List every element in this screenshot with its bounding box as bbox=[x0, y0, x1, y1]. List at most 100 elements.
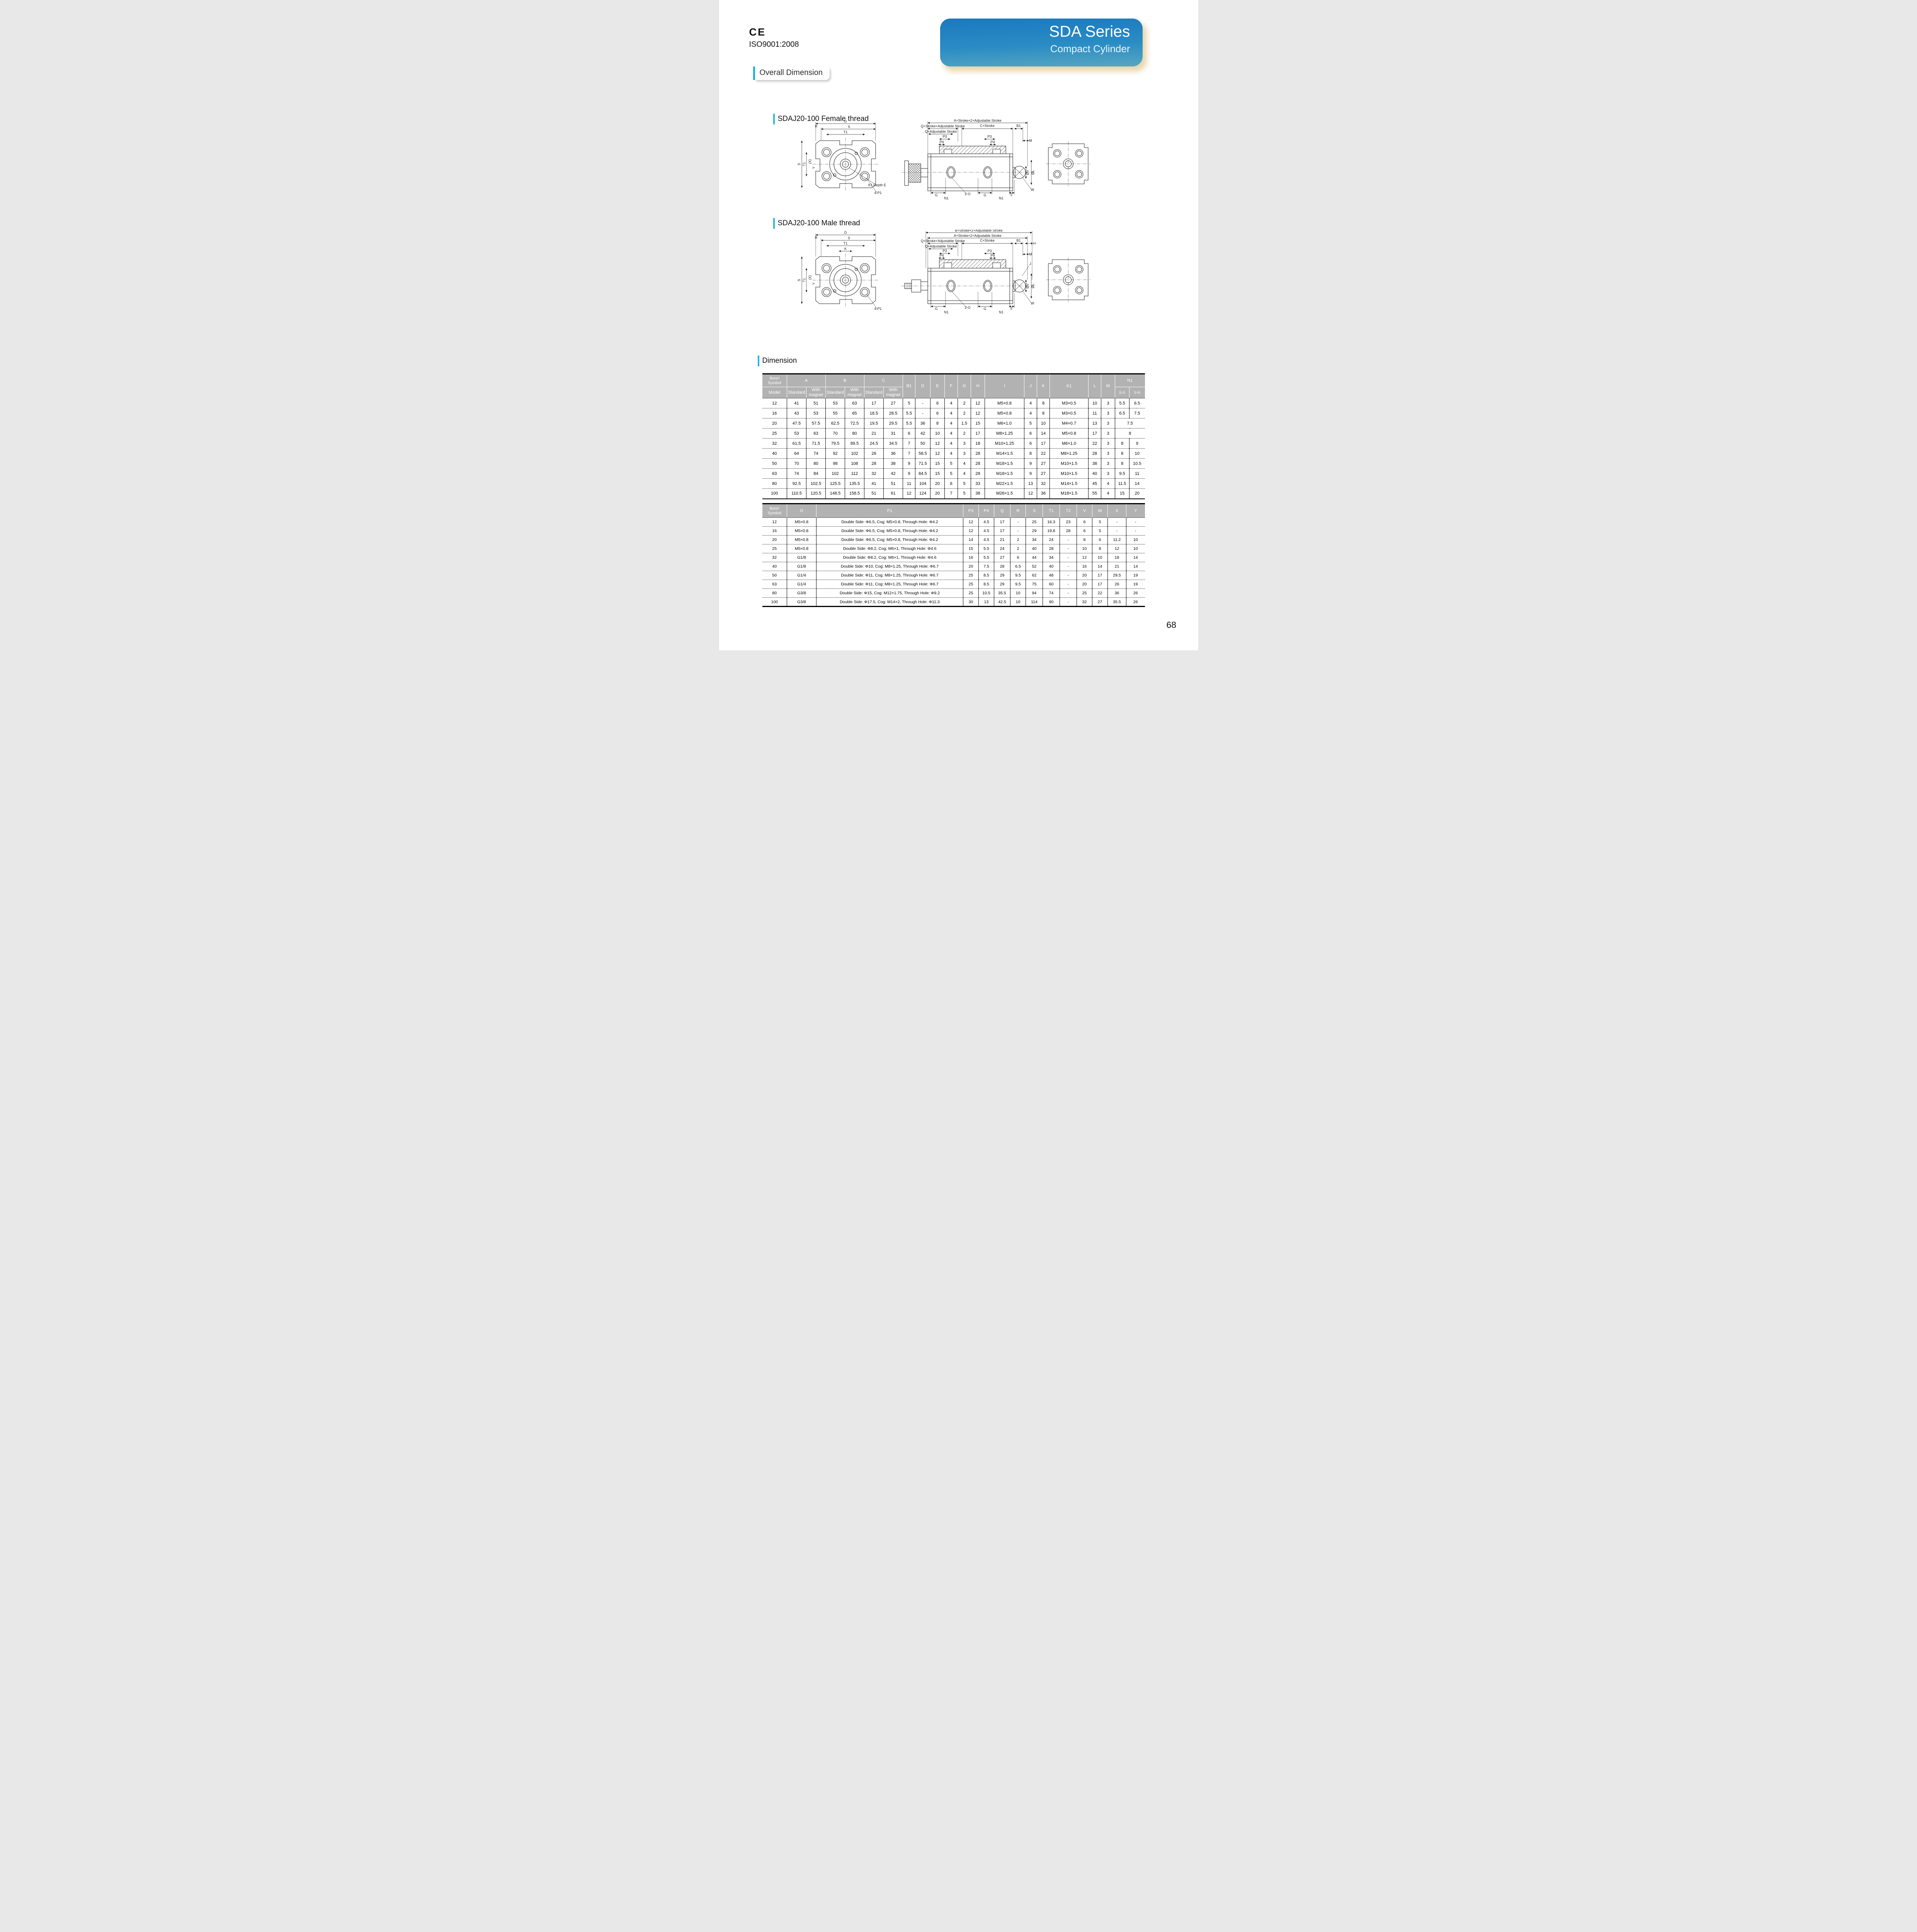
cell: 2 bbox=[1010, 535, 1026, 544]
col-header-v: V bbox=[1077, 503, 1092, 518]
cell: 104 bbox=[915, 478, 930, 489]
cell: 60 bbox=[1043, 580, 1060, 589]
cell: 114 bbox=[1026, 597, 1043, 607]
col-header-p3: P3 bbox=[963, 503, 979, 518]
col-header-bore-symbol: Bore/Symbol bbox=[762, 503, 787, 518]
cell: 5 bbox=[944, 458, 958, 469]
subsection-male-thread: SDAJ20-100 Male thread bbox=[773, 218, 860, 229]
cell: G1/4 bbox=[787, 580, 816, 589]
cell: 32 bbox=[864, 468, 884, 479]
cell: M3×0.5 bbox=[1050, 408, 1089, 418]
dim-label: D bbox=[844, 119, 847, 123]
cell: 28.5 bbox=[883, 408, 903, 418]
cell: 48 bbox=[1043, 571, 1060, 580]
cell: 36 bbox=[915, 418, 930, 429]
cell: 10 bbox=[1092, 553, 1108, 562]
cell: 15 bbox=[963, 544, 979, 553]
cell: 72.5 bbox=[845, 418, 864, 429]
cell: 36 bbox=[1107, 588, 1126, 598]
cell: 102 bbox=[825, 468, 845, 479]
cell: 6.5 bbox=[1115, 408, 1129, 418]
series-banner: SDA Series Compact Cylinder bbox=[940, 19, 1143, 66]
cell: 6 bbox=[1024, 428, 1037, 439]
cell: 3 bbox=[1101, 418, 1115, 429]
dim-label: A+Stroke×2+Adjustable Stroke bbox=[954, 234, 1001, 238]
col-header-o: O bbox=[787, 503, 816, 518]
cell: M3×0.5 bbox=[1050, 398, 1089, 408]
dim-label: P3 bbox=[942, 249, 947, 253]
cell: 6 bbox=[1092, 535, 1108, 544]
cell: 2 bbox=[958, 408, 971, 418]
series-title: SDA Series bbox=[1049, 22, 1130, 40]
cell: 19 bbox=[1126, 571, 1145, 580]
col-header-s-gt-5: S>5 bbox=[1129, 387, 1145, 398]
dim-label: P3 bbox=[942, 135, 947, 139]
cell: 4 bbox=[958, 458, 971, 469]
col-header-r: R bbox=[1010, 503, 1026, 518]
cell: 12 bbox=[1077, 553, 1092, 562]
cell: 21 bbox=[864, 428, 884, 439]
cell: 8 bbox=[1115, 428, 1145, 439]
cell: M10×1.5 bbox=[1050, 468, 1089, 479]
cell: - bbox=[1107, 517, 1126, 527]
cell: 24 bbox=[994, 544, 1010, 553]
dim-label: T1 bbox=[802, 278, 806, 282]
cell: Double Side: Φ11, Cog: M8×1.25, Through … bbox=[816, 580, 963, 589]
accent-bar bbox=[753, 66, 755, 80]
dim-label: P4 bbox=[939, 140, 944, 144]
cell: 38 bbox=[971, 488, 985, 499]
dim-label: N1 bbox=[944, 196, 949, 200]
cell: M18×1.5 bbox=[985, 458, 1024, 469]
cell: 4 bbox=[944, 418, 958, 429]
cell: G1/8 bbox=[787, 562, 816, 571]
dim-label: D bbox=[844, 231, 847, 235]
cell: 3 bbox=[1101, 448, 1115, 459]
cell: 62 bbox=[1026, 571, 1043, 580]
cell: M8×1.25 bbox=[1050, 448, 1089, 459]
cell: 5 bbox=[1092, 517, 1108, 527]
dim-label: C+Stroke bbox=[980, 124, 995, 128]
cell: 28 bbox=[1060, 526, 1077, 536]
cell: 28 bbox=[1043, 544, 1060, 553]
dim-label: G bbox=[935, 193, 937, 197]
cell: 4 bbox=[944, 408, 958, 418]
cell: - bbox=[1126, 517, 1145, 527]
cell: 18 bbox=[971, 438, 985, 449]
dim-label: S bbox=[797, 163, 801, 165]
front-view: D S R T1 S T1 (X) Y K1 Depth E 4-P bbox=[797, 119, 886, 195]
cell: 6 bbox=[1077, 517, 1092, 527]
col-header-y: Y bbox=[1126, 503, 1145, 518]
cell: 34.5 bbox=[883, 438, 903, 449]
cell: 15 bbox=[971, 418, 985, 429]
cell: 80 bbox=[845, 428, 864, 439]
dim-label: Y bbox=[812, 167, 816, 169]
cell: 55 bbox=[825, 408, 845, 418]
cell: G3/8 bbox=[787, 597, 816, 607]
cell: 25 bbox=[762, 544, 787, 553]
accent-bar bbox=[773, 114, 775, 124]
cell: 20 bbox=[1077, 580, 1092, 589]
dim-label: H bbox=[1033, 242, 1036, 245]
cell: 5 bbox=[1092, 526, 1108, 536]
cell: 71.5 bbox=[915, 458, 930, 469]
cell: Double Side: Φ15, Cog: M12×1.75, Through… bbox=[816, 588, 963, 598]
cell: 28 bbox=[864, 458, 884, 469]
cell: M6×1.0 bbox=[985, 418, 1024, 429]
cell: 16 bbox=[762, 526, 787, 536]
cell: 61.5 bbox=[787, 438, 806, 449]
cell: 63 bbox=[845, 398, 864, 408]
cell: 32 bbox=[762, 553, 787, 562]
cell: 2 bbox=[1010, 544, 1026, 553]
cell: 125.5 bbox=[825, 478, 845, 489]
cell: 36 bbox=[1037, 488, 1050, 499]
dim-label: T1 bbox=[843, 130, 847, 134]
cell: 92.5 bbox=[787, 478, 806, 489]
cell: 58.5 bbox=[915, 448, 930, 459]
cell: 47.5 bbox=[787, 418, 806, 429]
col-header-x: X bbox=[1107, 503, 1126, 518]
cell: 7.5 bbox=[978, 562, 994, 571]
cell: 25 bbox=[963, 588, 979, 598]
